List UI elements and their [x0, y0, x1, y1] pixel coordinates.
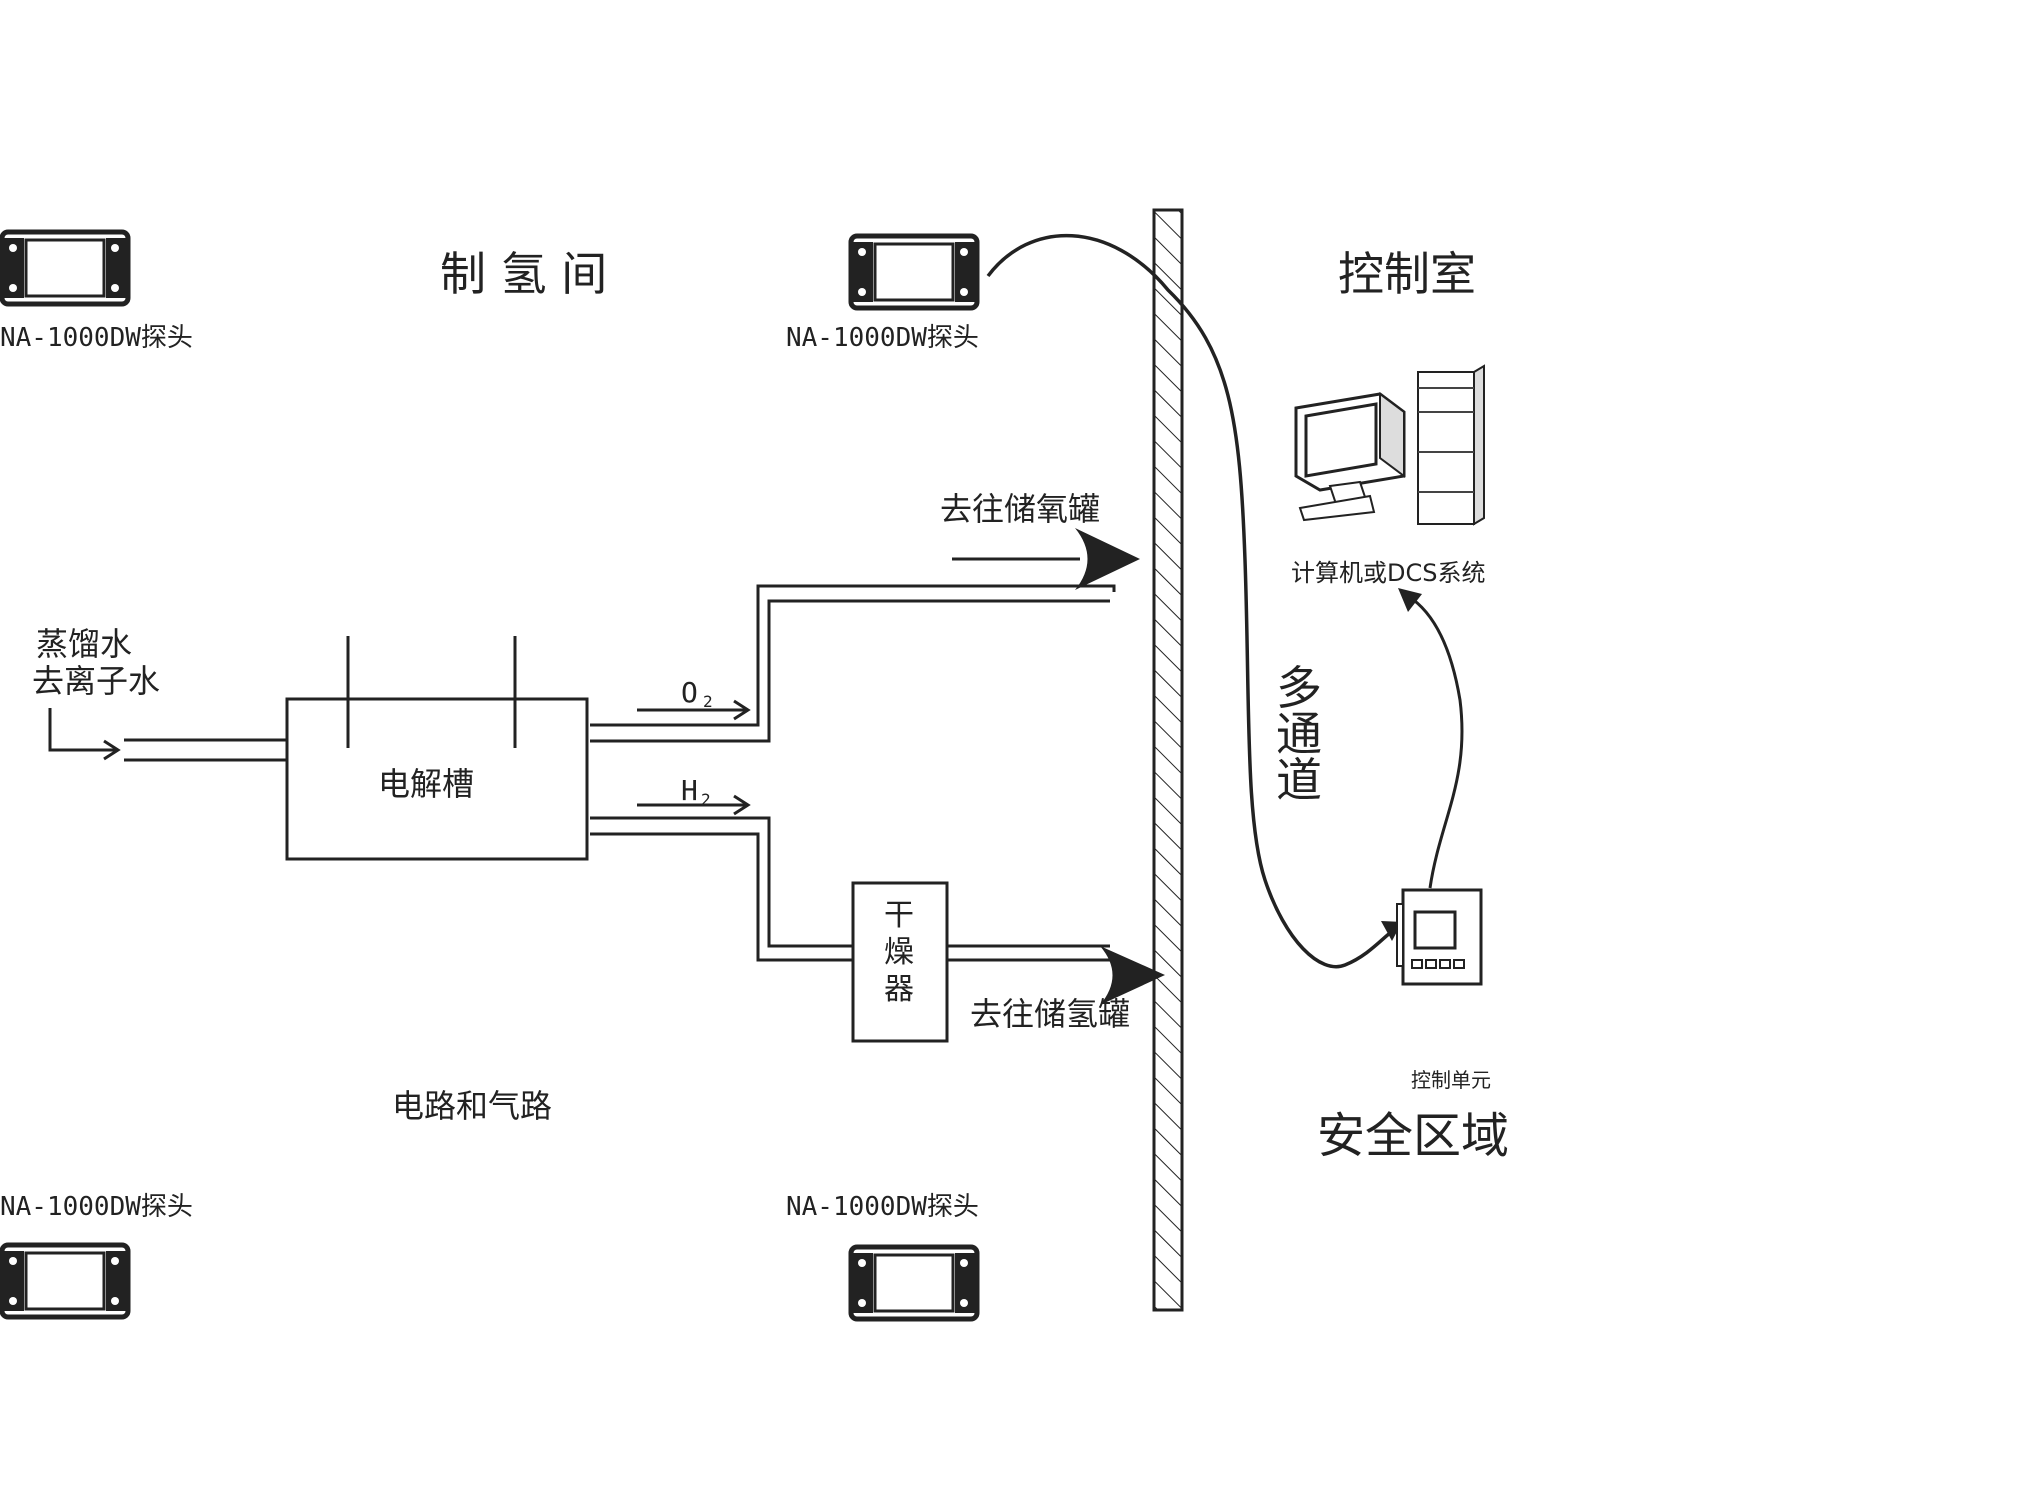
channel-label-char-1: 多 — [1276, 661, 1322, 715]
probe-label-bottom-left: NA-1000DW探头 — [0, 1192, 193, 1222]
probe-device-top-center — [848, 233, 980, 311]
control-unit-label: 控制单元 — [1411, 1068, 1491, 1092]
control-unit-to-computer-link — [1407, 594, 1464, 889]
h2-subscript: 2 — [701, 790, 711, 809]
to-hydrogen-tank-label: 去往储氢罐 — [970, 995, 1130, 1033]
control-unit-icon — [1396, 888, 1483, 986]
probe-device-bottom-center — [848, 1244, 980, 1322]
electrolyzer-box — [285, 697, 589, 861]
computer-dcs-label: 计算机或DCS系统 — [1291, 559, 1485, 587]
hydrogen-room-title: 制 氢 间 — [440, 247, 607, 301]
o2-label: O — [681, 676, 698, 709]
deionized-water-label: 去离子水 — [32, 662, 160, 700]
dryer-label-char-2: 燥 — [884, 935, 914, 970]
h2-label: H — [681, 774, 698, 807]
probe-label-bottom-center: NA-1000DW探头 — [786, 1192, 979, 1222]
probe-device-top-left — [0, 229, 131, 307]
control-room-title: 控制室 — [1338, 247, 1476, 301]
h2-pipe — [590, 816, 853, 962]
o2-flow-arrow — [637, 699, 751, 721]
probe-label-top-center: NA-1000DW探头 — [786, 323, 979, 353]
channel-label-char-3: 道 — [1276, 753, 1322, 807]
separation-wall — [1152, 208, 1184, 1312]
to-oxygen-tank-label: 去往储氧罐 — [940, 490, 1100, 528]
electrolyzer-label: 电解槽 — [378, 765, 474, 803]
o2-subscript: 2 — [703, 692, 713, 711]
h2-destination-arrow — [1100, 946, 1165, 1005]
dryer-label-char-3: 器 — [884, 972, 914, 1007]
o2-pipe — [590, 584, 1116, 743]
circuit-gas-label: 电路和气路 — [392, 1087, 552, 1125]
computer-monitor-icon — [1294, 392, 1406, 522]
water-input-arrow — [48, 708, 121, 761]
probe-label-top-left: NA-1000DW探头 — [0, 323, 193, 353]
safe-zone-title: 安全区域 — [1317, 1108, 1509, 1164]
probe-device-bottom-left — [0, 1242, 131, 1320]
dryer-box — [851, 881, 949, 1043]
server-tower-icon — [1417, 364, 1485, 526]
channel-label-char-2: 通 — [1276, 707, 1322, 761]
h2-flow-arrow — [637, 794, 751, 816]
multi-channel-cable — [986, 234, 1401, 969]
o2-destination-arrow — [1075, 528, 1140, 590]
dryer-label-char-1: 干 — [884, 898, 914, 933]
distilled-water-label: 蒸馏水 — [36, 625, 132, 663]
